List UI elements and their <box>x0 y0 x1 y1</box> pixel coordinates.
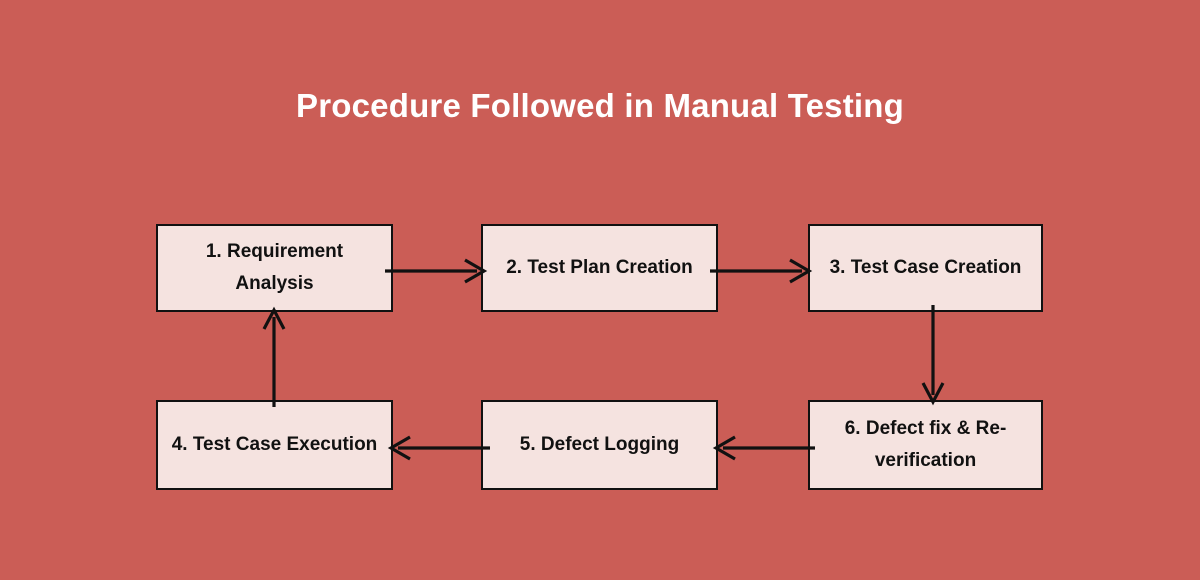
flow-node-label: 5. Defect Logging <box>519 434 680 455</box>
arrow-up-icon-node4-to-node1 <box>262 306 286 407</box>
flow-node-label: 4. Test Case Execution <box>171 434 378 455</box>
flow-node-test-case-creation[interactable]: 3. Test Case Creation <box>808 224 1043 312</box>
flow-node-test-plan-creation[interactable]: 2. Test Plan Creation <box>481 224 718 312</box>
arrow-left-icon-node5-to-node4 <box>387 435 490 461</box>
arrow-right-icon-node1-to-node2 <box>385 258 488 284</box>
flow-node-test-case-execution[interactable]: 4. Test Case Execution <box>156 400 393 490</box>
arrow-down-icon-node3-to-node6 <box>921 305 945 406</box>
flow-node-requirement-analysis[interactable]: 1. Requirement Analysis <box>156 224 393 312</box>
flow-node-label: 2. Test Plan Creation <box>506 257 693 278</box>
flow-node-defect-logging[interactable]: 5. Defect Logging <box>481 400 718 490</box>
flow-node-label: 6. Defect fix & Re-verification <box>844 418 1007 471</box>
flow-node-defect-fix-reverification[interactable]: 6. Defect fix & Re-verification <box>808 400 1043 490</box>
flow-node-label: 1. Requirement Analysis <box>205 241 344 294</box>
flow-node-label: 3. Test Case Creation <box>829 257 1022 278</box>
page-title: Procedure Followed in Manual Testing <box>296 87 904 124</box>
arrow-left-icon-node6-to-node5 <box>712 435 815 461</box>
arrow-right-icon-node2-to-node3 <box>710 258 813 284</box>
